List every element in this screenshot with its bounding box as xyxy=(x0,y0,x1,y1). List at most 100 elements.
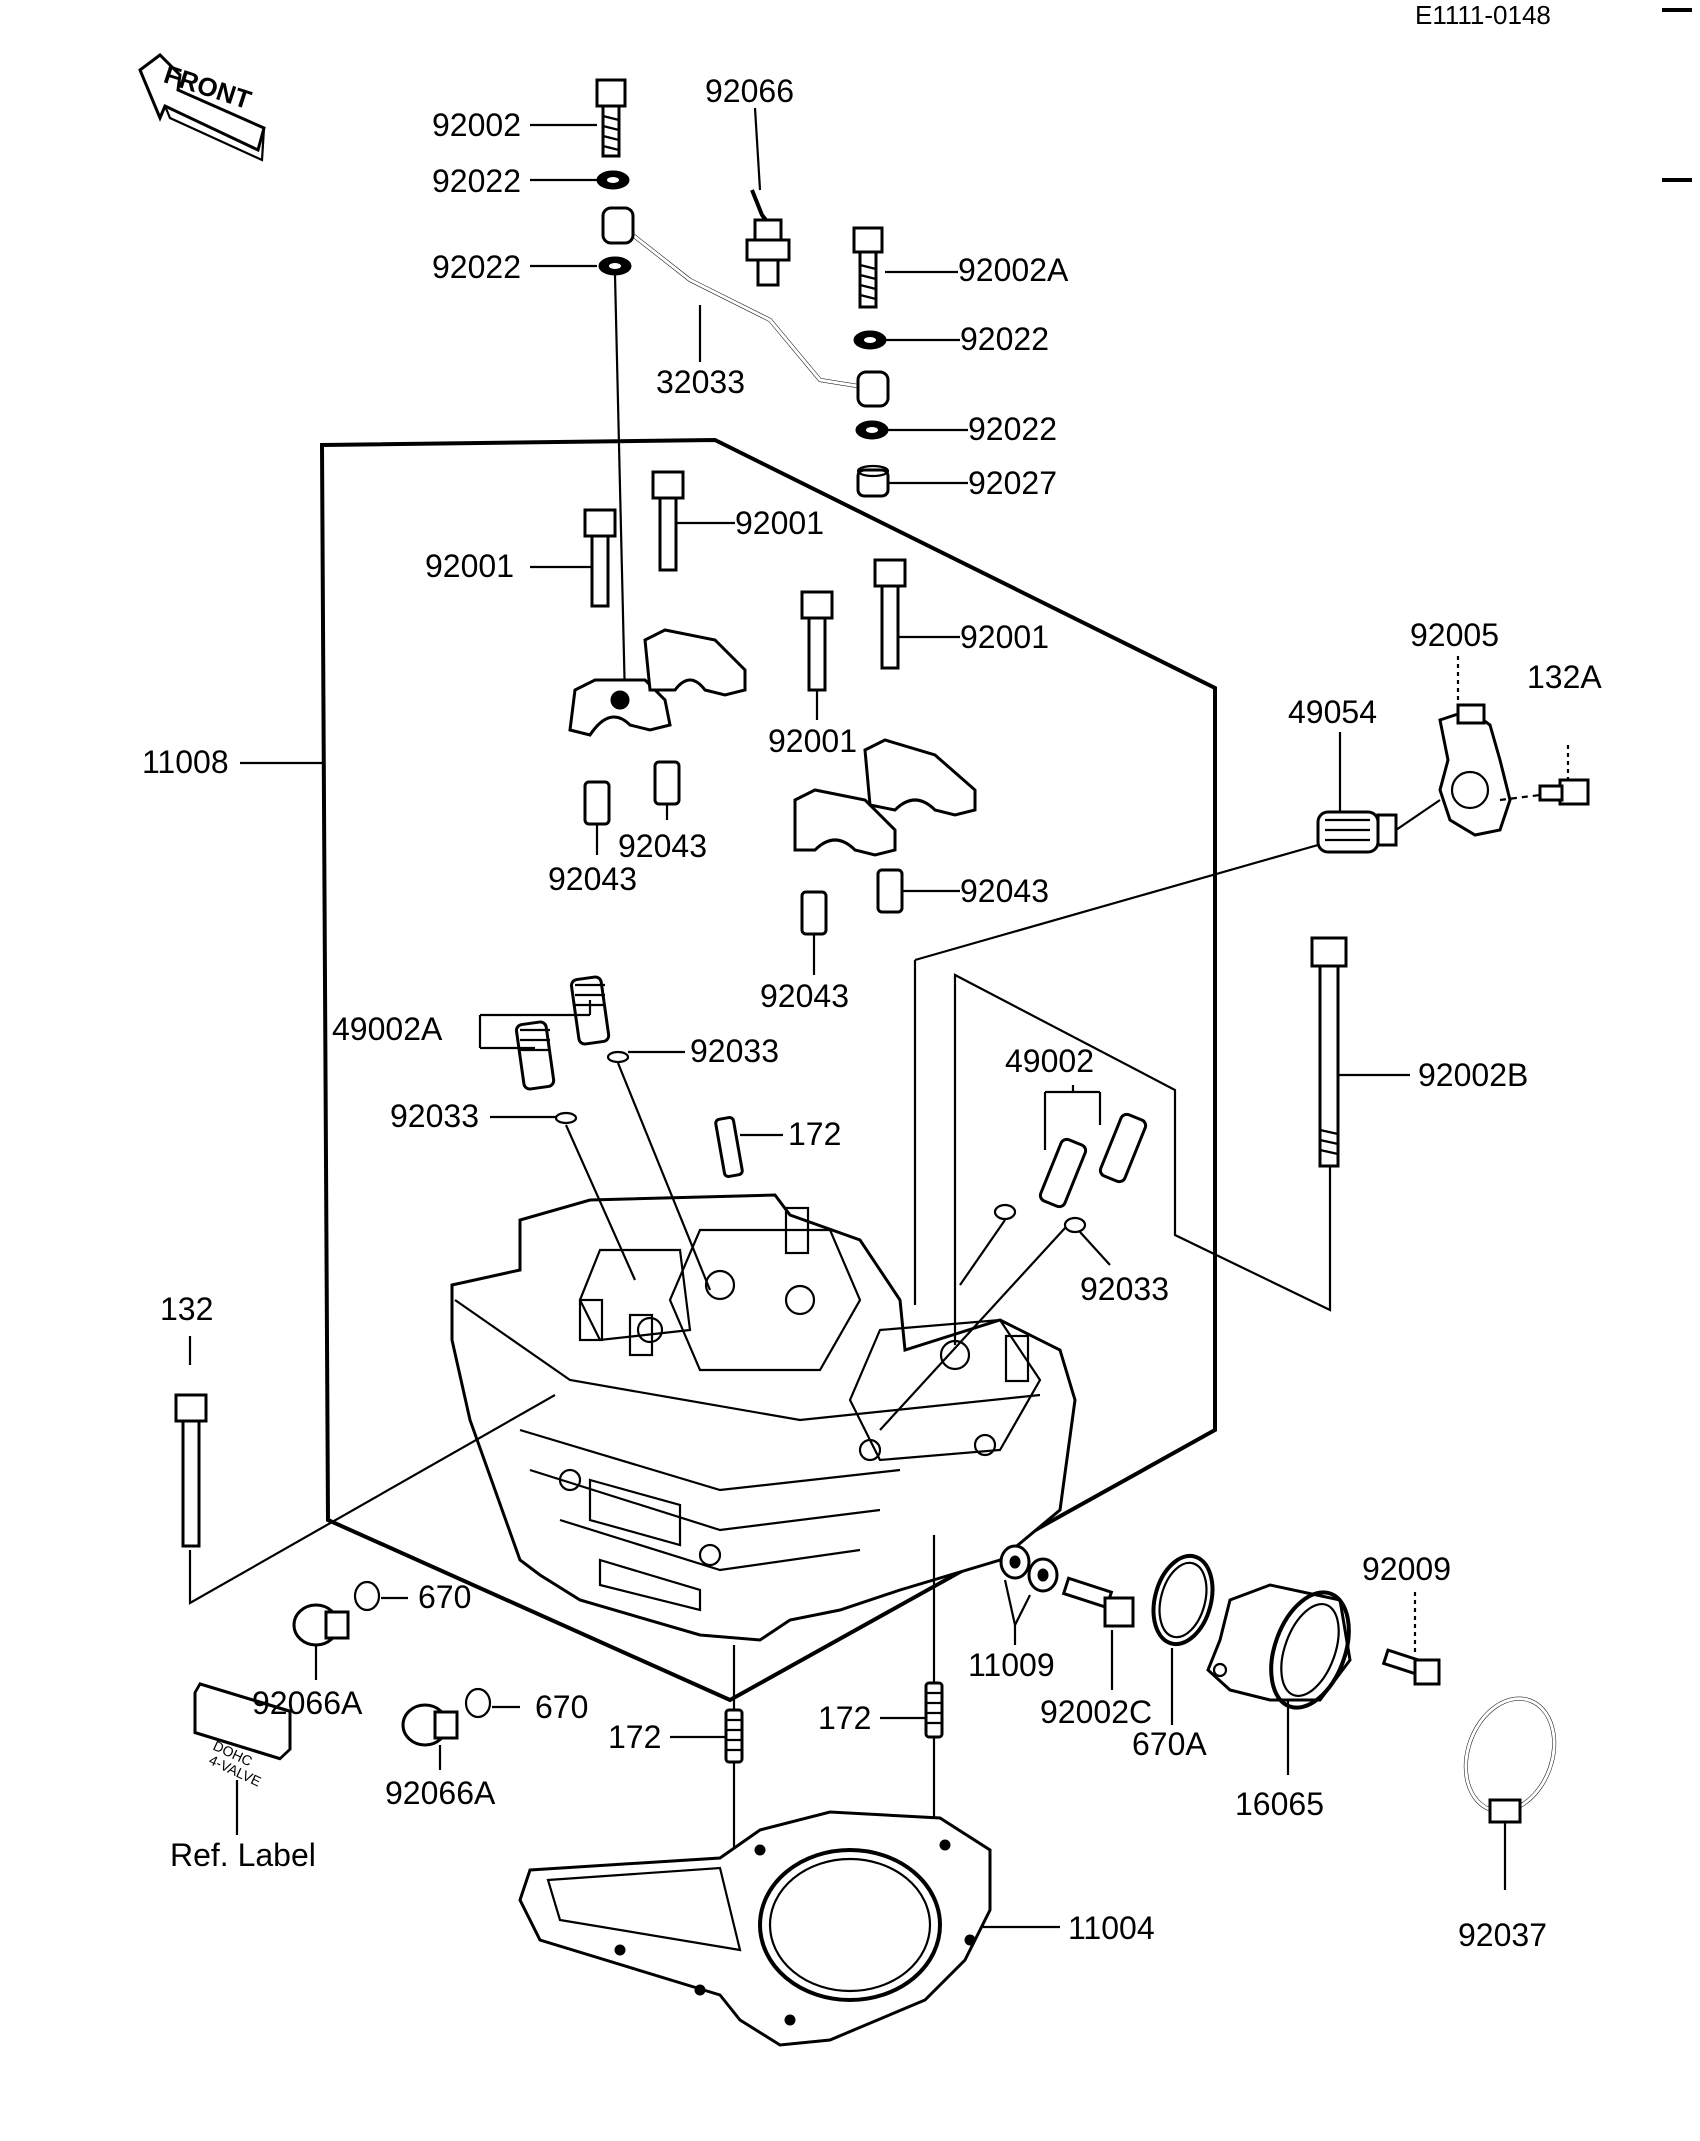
oil-pressure-switch-icon xyxy=(745,189,791,287)
bracket-line xyxy=(1003,1579,1031,1645)
part-label-16065: 16065 xyxy=(1235,1786,1324,1822)
diagram-code: E1111-0148 xyxy=(1415,0,1551,30)
part-label-92043-c: 92043 xyxy=(960,873,1049,909)
alignment-line xyxy=(1499,793,1541,802)
part-label-11004: 11004 xyxy=(1068,1910,1155,1946)
part-label-92005: 92005 xyxy=(1410,617,1499,653)
alignment-line xyxy=(953,973,1332,1345)
part-label-92066A-a: 92066A xyxy=(252,1685,363,1721)
collar-icon xyxy=(856,464,890,498)
part-label-670-a: 670 xyxy=(418,1579,471,1615)
o-ring-icon xyxy=(464,1687,492,1719)
plug-icon xyxy=(401,1703,459,1747)
part-label-92002C: 92002C xyxy=(1040,1694,1152,1730)
o-ring-icon xyxy=(353,1580,381,1612)
spark-plug-tube-icon xyxy=(1038,1137,1088,1209)
part-label-92027: 92027 xyxy=(968,465,1057,501)
alignment-line xyxy=(564,1124,637,1281)
front-arrow-icon: FRONT xyxy=(138,53,266,162)
dowel-pin-icon xyxy=(653,760,681,806)
assembly-bracket-11008 xyxy=(319,437,1217,1703)
part-label-92001-c: 92001 xyxy=(960,619,1049,655)
bolt-icon xyxy=(651,470,685,572)
bracket-line xyxy=(1043,1085,1102,1150)
part-label-11008: 11008 xyxy=(142,744,229,780)
bolt-icon xyxy=(1061,1576,1135,1628)
o-ring-icon xyxy=(554,1111,578,1125)
part-label-92001-d: 92001 xyxy=(768,723,857,759)
temperature-sensor-icon xyxy=(1316,810,1398,854)
label-plate-icon: DOHC 4-VALVE xyxy=(193,1682,292,1790)
part-label-670A: 670A xyxy=(1132,1726,1207,1762)
spark-plug-tube-icon xyxy=(1098,1112,1148,1184)
part-label-ref-label: Ref. Label xyxy=(170,1837,316,1873)
alignment-line xyxy=(959,1219,1006,1286)
bracket-line xyxy=(478,1000,592,1050)
part-label-11009: 11009 xyxy=(968,1647,1055,1683)
part-label-92066: 92066 xyxy=(705,73,794,109)
part-label-49002: 49002 xyxy=(1005,1043,1094,1079)
part-label-92043-b: 92043 xyxy=(548,861,637,897)
long-bolt-icon xyxy=(1310,936,1348,1168)
washer-icon xyxy=(1027,1557,1059,1593)
cylinder-head-icon xyxy=(450,1193,1077,1642)
carburetor-holder-icon xyxy=(1206,1583,1352,1710)
part-label-49054: 49054 xyxy=(1288,694,1377,730)
part-label-92009: 92009 xyxy=(1362,1551,1451,1587)
clamp-icon xyxy=(1463,1696,1557,1824)
screw-icon xyxy=(1381,1648,1441,1686)
part-label-92001-b: 92001 xyxy=(735,505,824,541)
alignment-line xyxy=(188,1394,556,1605)
bolt-icon xyxy=(174,1393,208,1548)
o-ring-icon xyxy=(1151,1553,1215,1647)
thermostat-housing-icon xyxy=(1438,703,1512,837)
part-label-92033-c: 92033 xyxy=(1080,1271,1169,1307)
part-label-92002B: 92002B xyxy=(1418,1057,1528,1093)
dowel-pin-icon xyxy=(583,780,611,826)
part-label-92002: 92002 xyxy=(432,107,521,143)
bolt-icon xyxy=(595,78,627,158)
washer-icon xyxy=(855,420,889,440)
part-label-92066A-b: 92066A xyxy=(385,1775,496,1811)
alignment-line xyxy=(613,274,627,701)
part-label-92001-a: 92001 xyxy=(425,548,514,584)
o-ring-icon xyxy=(606,1050,630,1064)
part-label-92022-a: 92022 xyxy=(432,163,521,199)
stud-icon xyxy=(724,1708,744,1764)
alignment-line xyxy=(616,1062,712,1291)
washer-icon xyxy=(596,170,630,190)
leader-line xyxy=(1079,1231,1111,1266)
part-label-670-b: 670 xyxy=(535,1689,588,1725)
bolt-icon xyxy=(583,508,617,608)
part-label-92037: 92037 xyxy=(1458,1917,1547,1953)
washer-icon xyxy=(598,256,632,276)
oil-pipe-icon xyxy=(601,206,890,408)
washer-icon xyxy=(999,1544,1031,1580)
stud-icon xyxy=(714,1116,744,1178)
bolt-icon xyxy=(873,558,907,670)
part-label-172-c: 172 xyxy=(818,1700,871,1736)
dowel-pin-icon xyxy=(800,890,828,936)
part-label-32033: 32033 xyxy=(656,364,745,400)
part-label-172-b: 172 xyxy=(608,1719,661,1755)
part-label-49002A: 49002A xyxy=(332,1011,443,1047)
bolt-icon xyxy=(1538,778,1590,806)
part-label-92022-b: 92022 xyxy=(432,249,521,285)
o-ring-icon xyxy=(993,1203,1017,1221)
stud-icon xyxy=(924,1681,944,1739)
washer-icon xyxy=(853,330,887,350)
part-label-92002A: 92002A xyxy=(958,252,1069,288)
dowel-pin-icon xyxy=(876,868,904,914)
bolt-icon xyxy=(852,226,884,309)
part-label-132A: 132A xyxy=(1527,659,1602,695)
bolt-icon xyxy=(800,590,834,692)
part-label-92033-b: 92033 xyxy=(390,1098,479,1134)
spark-plug-tube-icon xyxy=(514,1020,556,1091)
alignment-line xyxy=(914,843,1319,962)
part-label-132: 132 xyxy=(160,1291,213,1327)
o-ring-icon xyxy=(1063,1216,1087,1234)
alignment-line xyxy=(879,1227,1066,1431)
plug-icon xyxy=(292,1603,350,1647)
part-label-92022-d: 92022 xyxy=(968,411,1057,447)
